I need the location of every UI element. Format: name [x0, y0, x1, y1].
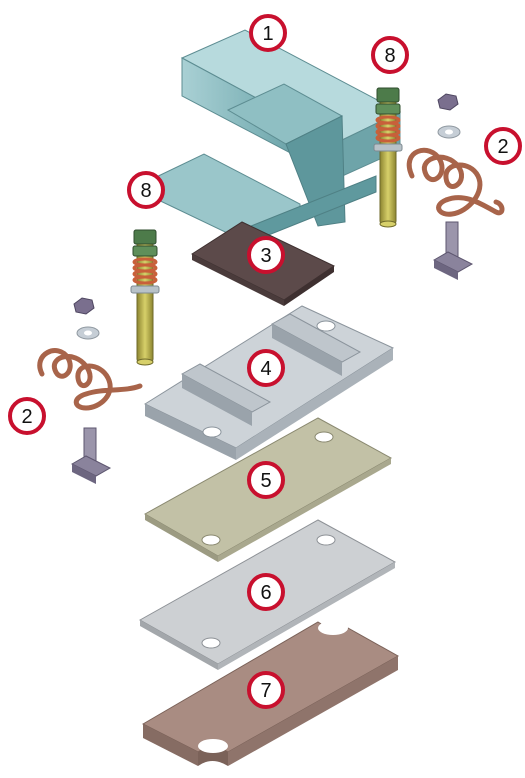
plate-7-slot — [198, 739, 228, 753]
hex-nut — [438, 94, 458, 110]
callout-clip-right: 2 — [486, 129, 520, 163]
clip-group-left — [40, 298, 140, 484]
plate-6-hole — [317, 535, 335, 545]
elastic-clip — [40, 351, 140, 408]
callout-label: 7 — [260, 680, 271, 702]
anchor-bolt-left — [131, 230, 159, 365]
callout-plate-6: 6 — [249, 575, 283, 609]
callout-label: 8 — [140, 180, 151, 202]
callout-label: 1 — [262, 23, 273, 45]
callout-plate-5: 5 — [249, 463, 283, 497]
plate-6-hole — [202, 638, 220, 648]
callout-label: 5 — [260, 470, 271, 492]
plate-5-hole — [202, 535, 220, 545]
callout-anchor-bolt-right: 8 — [373, 38, 407, 72]
clip-group-right — [409, 94, 502, 280]
t-bolt — [72, 428, 110, 484]
callout-plate-7: 7 — [249, 673, 283, 707]
callout-rail: 1 — [251, 16, 285, 50]
base-plate-hole — [203, 427, 221, 437]
callout-label: 2 — [497, 136, 508, 158]
callout-clip-left: 2 — [10, 399, 44, 433]
plate-5-hole — [315, 432, 333, 442]
rail — [150, 30, 400, 244]
callout-label: 3 — [260, 245, 271, 267]
callout-anchor-bolt-left: 8 — [129, 173, 163, 207]
callout-rubber-pad: 3 — [249, 238, 283, 272]
callout-base-plate: 4 — [249, 351, 283, 385]
callout-label: 2 — [21, 406, 32, 428]
hex-nut — [74, 298, 94, 314]
callout-label: 6 — [260, 582, 271, 604]
callout-label: 4 — [260, 358, 271, 380]
plate-7-slot — [318, 621, 348, 635]
base-plate-hole — [317, 321, 335, 331]
callout-label: 8 — [384, 45, 395, 67]
t-bolt — [434, 222, 472, 280]
elastic-clip — [409, 150, 502, 214]
